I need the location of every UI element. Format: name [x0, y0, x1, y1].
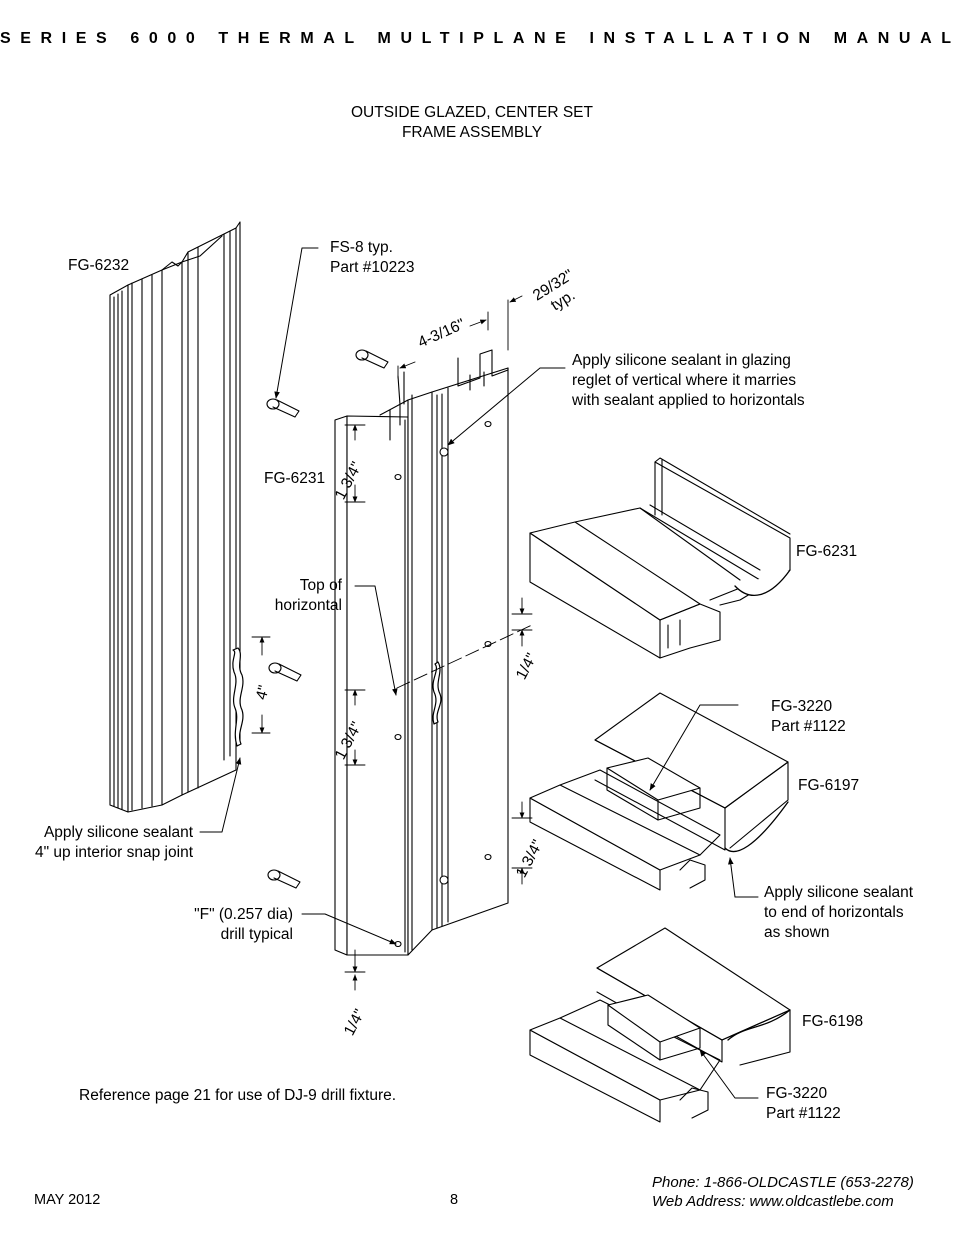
label-glazing-sealant-line-1: Apply silicone sealant in glazing	[572, 352, 791, 369]
screw-icon	[355, 349, 389, 369]
label-snap-joint-sealant-line-1: Apply silicone sealant	[43, 824, 193, 841]
manual-header: SERIES 6000 THERMAL MULTIPLANE INSTALLAT…	[0, 30, 954, 47]
label-glazing-sealant: Apply silicone sealant in glazing reglet…	[572, 351, 805, 411]
label-top-of-horizontal-line-1: Top of	[299, 577, 342, 594]
label-fg6198: FG-6198	[802, 1013, 864, 1030]
label-end-sealant-line-2: to end of horizontals	[764, 904, 904, 921]
leader-lines	[199, 247, 759, 1099]
fg6198-horizontal	[529, 927, 791, 1123]
reference-note: Reference page 21 for use of DJ-9 drill …	[79, 1087, 397, 1104]
label-fs8-line-1: FS-8 typ.	[330, 239, 393, 256]
label-fg6231-right: FG-6231	[796, 543, 858, 560]
dimension-lines	[251, 295, 533, 991]
label-top-of-horizontal: Top of horizontal	[250, 576, 342, 616]
label-snap-joint-sealant-line-2: 4" up interior snap joint	[34, 844, 193, 861]
fg6197-horizontal	[529, 692, 789, 891]
label-drill: "F" (0.257 dia) drill typical	[150, 905, 293, 945]
label-fg6232: FG-6232	[68, 257, 130, 274]
footer-web: Web Address: www.oldcastlebe.com	[652, 1193, 894, 1210]
top-of-horizontal-line	[396, 624, 533, 689]
label-fs8-line-2: Part #10223	[330, 259, 415, 276]
fg6232-extrusion	[109, 221, 241, 813]
footer-date: MAY 2012	[34, 1192, 101, 1208]
label-end-sealant: Apply silicone sealant to end of horizon…	[764, 883, 913, 943]
label-fg3220-a-line-2: Part #1122	[771, 718, 846, 735]
label-fg6231-left: FG-6231	[264, 470, 326, 487]
label-glazing-sealant-line-2: reglet of vertical where it marries	[572, 372, 796, 389]
label-fg3220-a: FG-3220 Part #1122	[771, 697, 846, 737]
footer-contact: Phone: 1-866-OLDCASTLE (653-2278) Web Ad…	[652, 1173, 914, 1211]
screw-icon	[267, 869, 301, 889]
footer-page-number: 8	[450, 1192, 459, 1208]
label-snap-joint-sealant: Apply silicone sealant 4" up interior sn…	[10, 823, 193, 863]
label-fg3220-a-line-1: FG-3220	[771, 698, 833, 715]
drawing-title: OUTSIDE GLAZED, CENTER SET FRAME ASSEMBL…	[0, 103, 944, 143]
label-top-of-horizontal-line-2: horizontal	[274, 597, 342, 614]
label-fg3220-b: FG-3220 Part #1122	[766, 1084, 841, 1124]
screw-icon	[268, 662, 302, 682]
drawing-title-line-1: OUTSIDE GLAZED, CENTER SET	[350, 104, 593, 121]
label-fg3220-b-line-2: Part #1122	[766, 1105, 841, 1122]
sealant-bead-vertical	[432, 661, 442, 725]
fg6231-horizontal	[529, 457, 791, 659]
label-fs8: FS-8 typ. Part #10223	[330, 238, 414, 278]
drawing-title-line-2: FRAME ASSEMBLY	[401, 124, 543, 141]
footer-phone: Phone: 1-866-OLDCASTLE (653-2278)	[652, 1174, 914, 1191]
label-drill-line-2: drill typical	[220, 926, 293, 943]
label-fg3220-b-line-1: FG-3220	[766, 1085, 828, 1102]
screw-icon	[266, 398, 300, 418]
label-end-sealant-line-3: as shown	[764, 924, 830, 941]
label-fg6197: FG-6197	[798, 777, 860, 794]
sealant-bead-snap-joint	[232, 647, 244, 747]
fg6231-vertical	[334, 349, 509, 956]
label-end-sealant-line-1: Apply silicone sealant	[764, 884, 914, 901]
label-glazing-sealant-line-3: with sealant applied to horizontals	[572, 392, 805, 409]
label-drill-line-1: "F" (0.257 dia)	[194, 906, 293, 923]
